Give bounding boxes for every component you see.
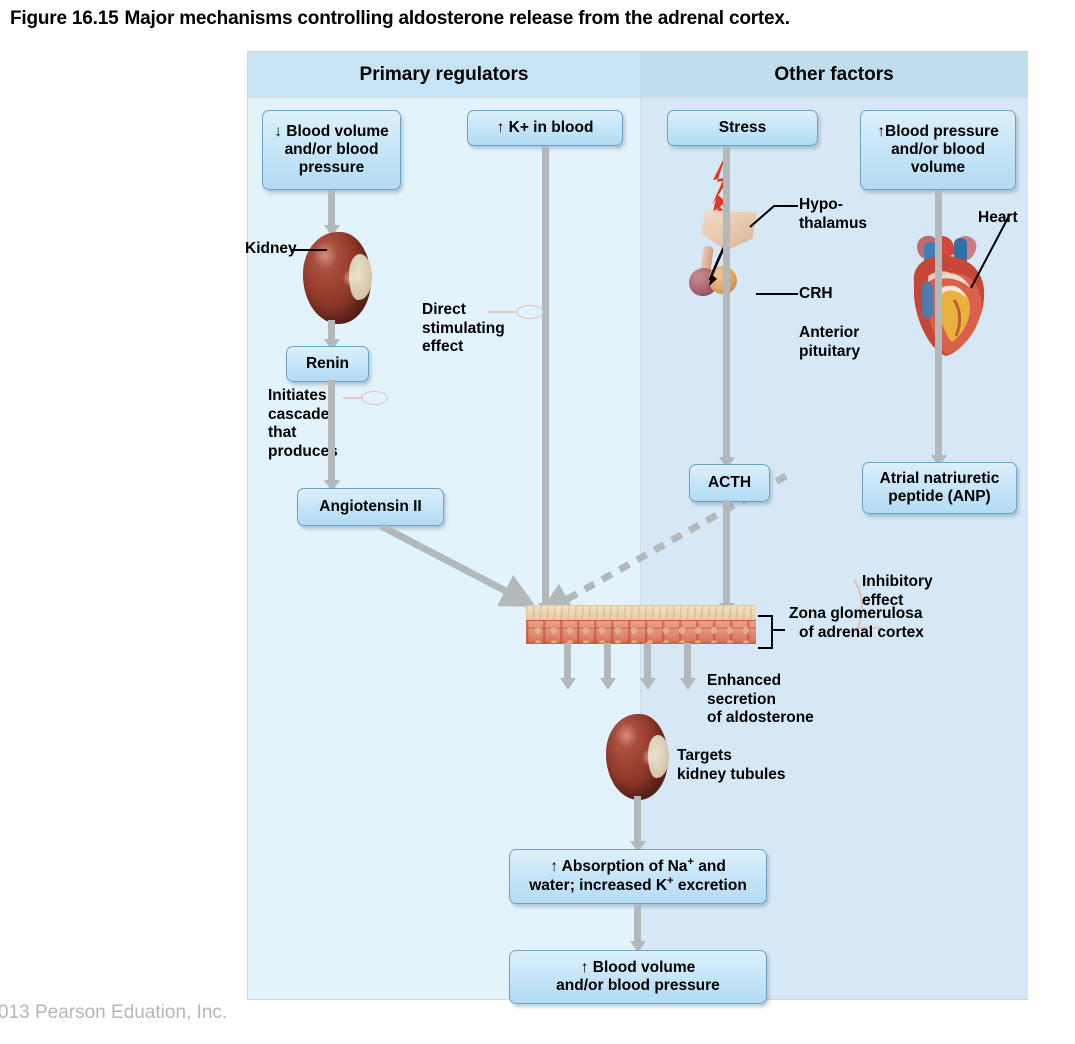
box-decreased-blood-volume[interactable]: ↓ Blood volume and/or blood pressure [262, 110, 401, 190]
targets-line-2: kidney tubules [677, 765, 786, 783]
box-potassium-in-blood[interactable]: ↑ K+ in blood [467, 110, 623, 146]
zona-bracket [758, 615, 773, 649]
enhanced-line-1: Enhanced [707, 672, 782, 689]
label-anterior-pituitary: Anterior pituitary [799, 324, 860, 361]
target-kidney-illustration [606, 714, 670, 800]
column-header-primary-regulators: Primary regulators [248, 52, 640, 98]
hypothalamus-line-1: Hypo- [799, 196, 843, 213]
right-column-background [640, 52, 1028, 999]
arrow-shaft-kidney-to-absorption [634, 796, 641, 844]
anterior-pituitary-line-1: Anterior [799, 324, 860, 341]
zona-leader-line [771, 629, 785, 631]
column-divider [640, 52, 641, 999]
direct-effect-line-3: effect [422, 338, 464, 356]
initiates-line-4: produces [268, 442, 338, 460]
figure-number: Figure 16.15 [10, 8, 119, 29]
arrow-head-secretion-4 [680, 678, 696, 690]
label-enhanced-secretion: Enhanced secretion of aldosterone [707, 672, 814, 728]
heart-leader-line [970, 213, 1011, 289]
arrow-shaft-absorption-to-bloodvolume [634, 904, 641, 944]
diagram-panel: Primary regulators Other factors ↓ Blood… [245, 51, 1028, 1004]
hypothalamus-line-2: thalamus [799, 214, 868, 232]
zona-glomerulosa-tissue [526, 605, 756, 644]
hypothalamus-pituitary-illustration [685, 210, 785, 320]
label-heart: Heart [978, 209, 1018, 226]
arrow-shaft-stress-to-acth [723, 146, 730, 466]
direct-effect-line-1: Direct [422, 301, 466, 318]
box-stress[interactable]: Stress [667, 110, 818, 146]
bp-box-line-2: and/or blood [891, 140, 985, 158]
box-angiotensin-ii[interactable]: Angiotensin II [297, 488, 444, 526]
box-line-3: pressure [298, 159, 365, 177]
label-inhibitory-effect: Inhibitory effect [862, 573, 933, 610]
box-increased-blood-volume-final[interactable]: ↑ Blood volume and/or blood pressure [509, 950, 767, 1004]
label-kidney: Kidney [245, 240, 297, 257]
label-direct-stimulating-effect: Direct stimulating effect [422, 301, 505, 357]
initiates-leader-ellipse [361, 391, 388, 405]
arrow-shaft-kidney-to-renin [328, 320, 335, 342]
box-renin[interactable]: Renin [286, 346, 369, 382]
arrow-shaft-renin-to-angiotensin [328, 380, 335, 483]
arrow-head-secretion-1 [560, 678, 576, 690]
arrow-shaft-acth-to-zona [723, 500, 730, 606]
bp-box-line-3: volume [910, 159, 966, 177]
enhanced-line-3: of aldosterone [707, 709, 814, 727]
kidney-leader-line [291, 249, 327, 251]
zona-line-1: Zona glomerulosa [789, 605, 923, 622]
arrow-shaft-secretion-1 [564, 643, 571, 681]
inhibitory-leader-line [853, 579, 882, 629]
box-line-2: and/or blood [284, 140, 379, 158]
initiates-line-1: Initiates [268, 387, 327, 404]
final-line-2: and/or blood pressure [556, 977, 720, 994]
box-line-1: ↓ Blood volume [274, 122, 389, 140]
absorption-line-1: ↑ Absorption of Na+ and [550, 856, 726, 876]
bp-box-line-1: ↑Blood pressure [877, 122, 999, 140]
label-hypothalamus: Hypo- thalamus [799, 196, 867, 233]
anterior-pituitary-line-2: pituitary [799, 342, 861, 360]
box-increased-blood-pressure[interactable]: ↑Blood pressure and/or blood volume [860, 110, 1016, 190]
label-targets-kidney-tubules: Targets kidney tubules [677, 747, 786, 784]
arrow-head-secretion-3 [640, 678, 656, 690]
column-header-other-factors: Other factors [640, 52, 1028, 98]
inhibitory-line-2: effect [862, 591, 904, 609]
enhanced-line-2: secretion [707, 690, 776, 708]
direct-effect-leader-line [488, 311, 518, 313]
copyright-notice: 013 Pearson Eduation, Inc. [0, 1002, 228, 1023]
box-acth[interactable]: ACTH [689, 464, 770, 502]
pituitary-leader-lines [749, 205, 798, 295]
arrow-shaft-secretion-3 [644, 643, 651, 681]
box-absorption-sodium-water[interactable]: ↑ Absorption of Na+ and water; increased… [509, 849, 767, 904]
kidney-illustration [303, 232, 373, 324]
initiates-leader-line [343, 397, 363, 399]
arrow-shaft-secretion-2 [604, 643, 611, 681]
final-line-1: ↑ Blood volume [580, 958, 696, 976]
inhibitory-line-1: Inhibitory [862, 573, 933, 590]
arrow-shaft-heart-to-anp [935, 190, 942, 458]
arrow-shaft-potassium-to-zona [542, 146, 549, 606]
anp-line-1: Atrial natriuretic [879, 469, 1000, 487]
arrow-shaft-secretion-4 [684, 643, 691, 681]
arrow-shaft-bloodvolume-to-kidney [328, 190, 335, 228]
figure-title-text: Major mechanisms controlling aldosterone… [124, 8, 790, 29]
initiates-line-2: cascade [268, 405, 330, 423]
label-crh: CRH [799, 285, 833, 302]
box-atrial-natriuretic-peptide[interactable]: Atrial natriuretic peptide (ANP) [862, 462, 1017, 514]
label-zona-glomerulosa: Zona glomerulosa of adrenal cortex [773, 605, 924, 642]
targets-line-1: Targets [677, 747, 732, 764]
direct-effect-line-2: stimulating [422, 319, 505, 337]
zona-line-2: of adrenal cortex [799, 623, 924, 641]
direct-effect-leader-ellipse [516, 305, 544, 319]
initiates-line-3: that [268, 424, 297, 442]
label-initiates-cascade: Initiates cascade that produces [268, 387, 338, 461]
arrow-head-secretion-2 [600, 678, 616, 690]
absorption-line-2: water; increased K+ excretion [529, 874, 747, 894]
anp-line-2: peptide (ANP) [888, 488, 991, 505]
